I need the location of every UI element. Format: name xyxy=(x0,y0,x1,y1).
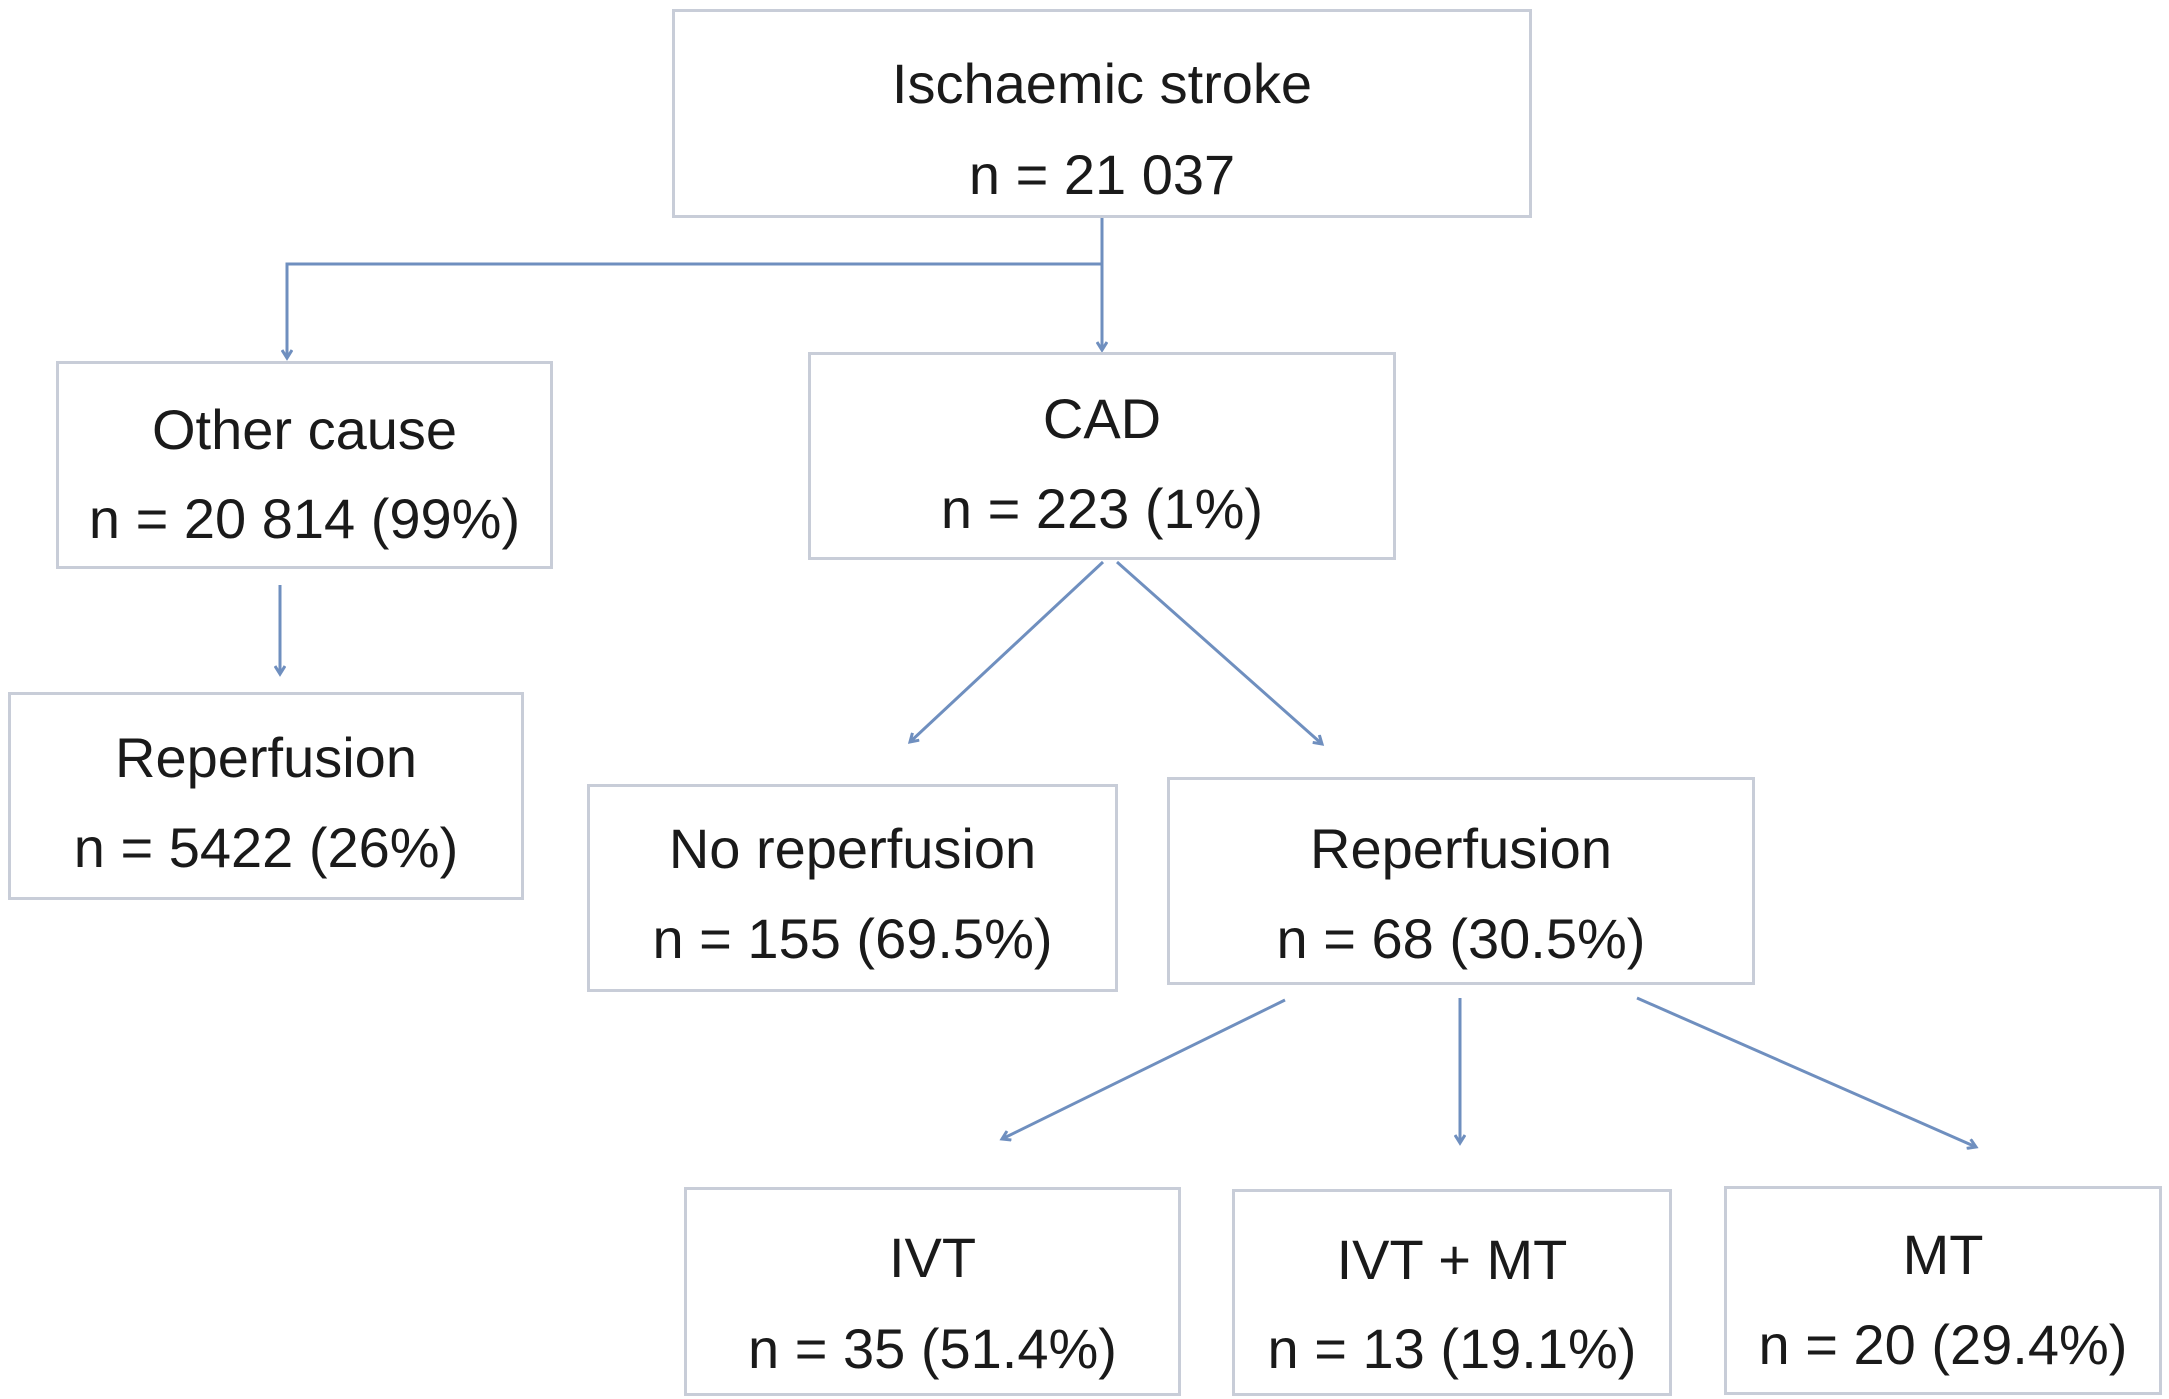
node-label: CAD xyxy=(1042,387,1162,450)
node-label: MT xyxy=(1902,1223,1984,1286)
node-count: n = 35 (51.4%) xyxy=(748,1317,1117,1380)
node-count: n = 68 (30.5%) xyxy=(1276,907,1646,970)
node-label: IVT xyxy=(888,1226,977,1289)
node-no-reperfusion: No reperfusion n = 155 (69.5%) xyxy=(587,784,1118,992)
node-count: n = 21 037 xyxy=(968,143,1236,206)
node-count: n = 223 (1%) xyxy=(940,477,1264,540)
arrow-reperfusion-to-ivt xyxy=(1002,998,1286,1139)
arrow-cad-to-no-reperfusion xyxy=(910,560,1105,742)
node-count: n = 13 (19.1%) xyxy=(1267,1317,1637,1380)
node-count: n = 5422 (26%) xyxy=(73,816,459,879)
node-ivt: IVT n = 35 (51.4%) xyxy=(684,1187,1181,1396)
node-label: Ischaemic stroke xyxy=(891,52,1313,115)
arrow-reperfusion-to-mt xyxy=(1636,996,1976,1147)
node-other-reperfusion: Reperfusion n = 5422 (26%) xyxy=(8,692,524,900)
node-ivt-mt: IVT + MT n = 13 (19.1%) xyxy=(1232,1189,1672,1396)
node-label: Reperfusion xyxy=(1310,817,1612,880)
node-count: n = 20 (29.4%) xyxy=(1758,1313,2128,1376)
node-label: Reperfusion xyxy=(115,726,417,789)
arrow-ischaemic-to-other xyxy=(287,262,1102,358)
node-cad-reperfusion: Reperfusion n = 68 (30.5%) xyxy=(1167,777,1755,985)
node-label: No reperfusion xyxy=(668,817,1037,880)
node-other-cause: Other cause n = 20 814 (99%) xyxy=(56,361,553,569)
arrow-cad-to-reperfusion xyxy=(1116,560,1322,744)
node-cad: CAD n = 223 (1%) xyxy=(808,352,1396,560)
node-mt: MT n = 20 (29.4%) xyxy=(1724,1186,2162,1395)
node-ischaemic-stroke: Ischaemic stroke n = 21 037 xyxy=(672,9,1532,218)
node-count: n = 155 (69.5%) xyxy=(652,907,1053,970)
node-label: IVT + MT xyxy=(1336,1228,1568,1291)
node-label: Other cause xyxy=(151,398,458,461)
node-count: n = 20 814 (99%) xyxy=(88,487,521,550)
